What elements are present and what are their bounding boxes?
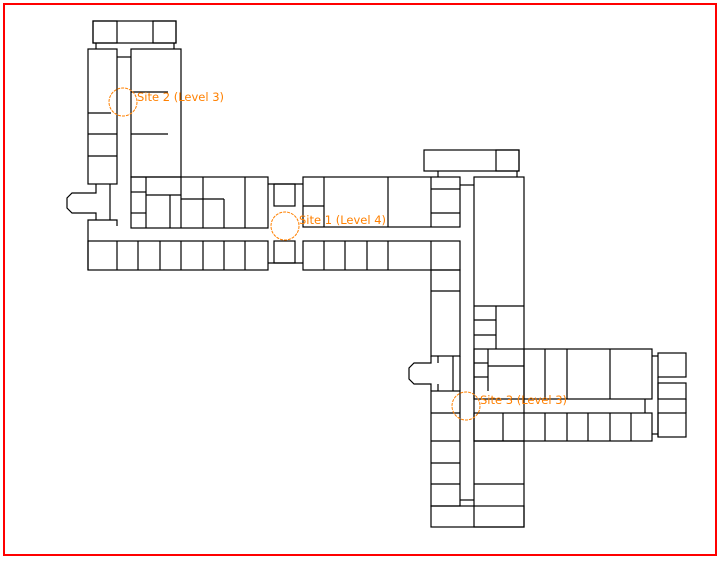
site-1-circle[interactable] [270,211,300,241]
site-1-label[interactable]: Site 1 (Level 4) [299,213,386,227]
site-marker-1[interactable]: Site 1 (Level 4) [270,211,386,241]
west-wing [87,176,269,271]
east-wing [473,348,687,442]
east-tower [408,149,525,528]
site-2-label[interactable]: Site 2 (Level 3) [137,90,224,104]
west-tower [66,20,182,270]
map-frame [3,3,717,556]
site-3-circle[interactable] [451,391,481,421]
site-2-circle[interactable] [108,87,138,117]
central-link [268,176,461,271]
site-marker-2[interactable]: Site 2 (Level 3) [108,87,224,117]
site-marker-3[interactable]: Site 3 (Level 3) [451,391,567,421]
site-3-label[interactable]: Site 3 (Level 3) [480,393,567,407]
